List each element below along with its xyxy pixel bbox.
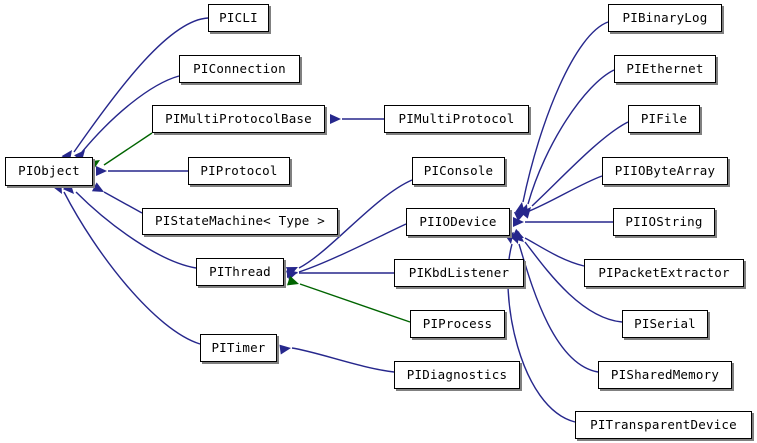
class-node-label: PIMultiProtocol xyxy=(398,110,515,126)
inheritance-edge-e-pistatemachine xyxy=(103,191,143,214)
class-node-pimultiprotocolbase[interactable]: PIMultiProtocolBase xyxy=(152,105,325,133)
class-node-piiobytearray[interactable]: PIIOByteArray xyxy=(602,157,728,185)
class-node-pifile[interactable]: PIFile xyxy=(628,105,700,133)
arrowhead-a-pibinarylog xyxy=(515,202,526,214)
arrowhead-a-pisharedmemory xyxy=(509,231,519,244)
class-node-label: PIKbdListener xyxy=(408,264,510,280)
class-node-label: PISerial xyxy=(634,315,696,331)
arrowhead-a-piiostring xyxy=(513,217,524,227)
inheritance-edge-e-piiobytearray xyxy=(526,175,603,213)
class-node-label: PIConsole xyxy=(423,162,494,178)
class-node-pidiagnostics[interactable]: PIDiagnostics xyxy=(394,361,520,389)
class-node-label: PIProtocol xyxy=(200,162,278,178)
arrowhead-a-piiodevice xyxy=(285,270,298,281)
class-node-pistatemachine[interactable]: PIStateMachine< Type > xyxy=(142,208,338,235)
class-node-pitransparentdevice[interactable]: PITransparentDevice xyxy=(575,411,752,439)
class-node-piprotocol[interactable]: PIProtocol xyxy=(188,157,290,185)
arrowhead-a-piethernet xyxy=(518,204,528,217)
class-node-label: PIIODevice xyxy=(419,213,497,229)
class-node-label: PIConnection xyxy=(193,60,286,76)
class-node-pikbdlistener[interactable]: PIKbdListener xyxy=(394,259,524,287)
arrowhead-a-pistatemachine xyxy=(91,182,104,192)
class-node-label: PIIOString xyxy=(625,213,703,229)
class-node-label: PIPacketExtractor xyxy=(598,264,730,280)
inheritance-edge-e-piprocess xyxy=(299,283,411,323)
class-node-label: PITransparentDevice xyxy=(590,416,737,432)
class-node-label: PITimer xyxy=(211,339,266,355)
inheritance-edge-e-pipacketextractor xyxy=(524,237,585,267)
class-node-label: PICLI xyxy=(219,9,258,25)
class-node-label: PIDiagnostics xyxy=(406,366,508,382)
class-node-piconsole[interactable]: PIConsole xyxy=(412,157,505,185)
class-node-label: PIIOByteArray xyxy=(614,162,716,178)
class-node-label: PISharedMemory xyxy=(610,366,720,382)
class-node-pipacketextractor[interactable]: PIPacketExtractor xyxy=(584,259,744,287)
arrowhead-a-piserial xyxy=(512,231,524,242)
class-node-label: PIEthernet xyxy=(626,60,704,76)
arrowhead-a-pidiagnostics xyxy=(279,344,291,355)
class-node-piprocess[interactable]: PIProcess xyxy=(410,310,505,338)
inheritance-edge-e-pimultiprotocolbase xyxy=(103,132,153,166)
class-node-pithread[interactable]: PIThread xyxy=(196,258,284,286)
class-node-pibinarylog[interactable]: PIBinaryLog xyxy=(608,4,722,32)
class-node-label: PIProcess xyxy=(422,315,493,331)
class-node-piiodevice[interactable]: PIIODevice xyxy=(406,208,510,236)
arrowhead-a-piiobytearray xyxy=(513,212,526,222)
class-node-piethernet[interactable]: PIEthernet xyxy=(614,55,716,83)
arrowhead-a-piconsole xyxy=(285,267,298,277)
class-node-pitimer[interactable]: PITimer xyxy=(200,334,277,362)
class-node-label: PIThread xyxy=(209,263,271,279)
arrowhead-a-pikbdlistener xyxy=(287,268,298,278)
class-node-label: PIFile xyxy=(640,110,688,126)
class-node-label: PIObject xyxy=(18,163,80,179)
class-node-label: PIStateMachine< Type > xyxy=(155,213,325,229)
class-node-label: PIMultiProtocolBase xyxy=(165,110,312,126)
class-node-piobject[interactable]: PIObject xyxy=(5,157,93,186)
class-node-pisharedmemory[interactable]: PISharedMemory xyxy=(598,361,732,389)
class-node-piconnection[interactable]: PIConnection xyxy=(179,55,300,83)
arrowhead-a-pipacketextractor xyxy=(511,228,524,238)
class-node-piiostring[interactable]: PIIOString xyxy=(613,208,715,236)
class-node-pimultiprotocol[interactable]: PIMultiProtocol xyxy=(384,105,529,133)
arrowhead-a-pifile xyxy=(520,207,531,219)
arrowhead-a-piprocess xyxy=(286,275,299,286)
class-node-label: PIBinaryLog xyxy=(622,9,708,25)
arrowhead-a-pimultiprotocol xyxy=(330,114,341,124)
arrowhead-a-piprotocol xyxy=(96,166,107,176)
class-node-piserial[interactable]: PISerial xyxy=(622,310,708,338)
class-node-picli[interactable]: PICLI xyxy=(208,4,269,32)
inheritance-edge-e-pidiagnostics xyxy=(291,347,395,373)
inheritance-edge-e-pibinarylog xyxy=(522,21,609,203)
